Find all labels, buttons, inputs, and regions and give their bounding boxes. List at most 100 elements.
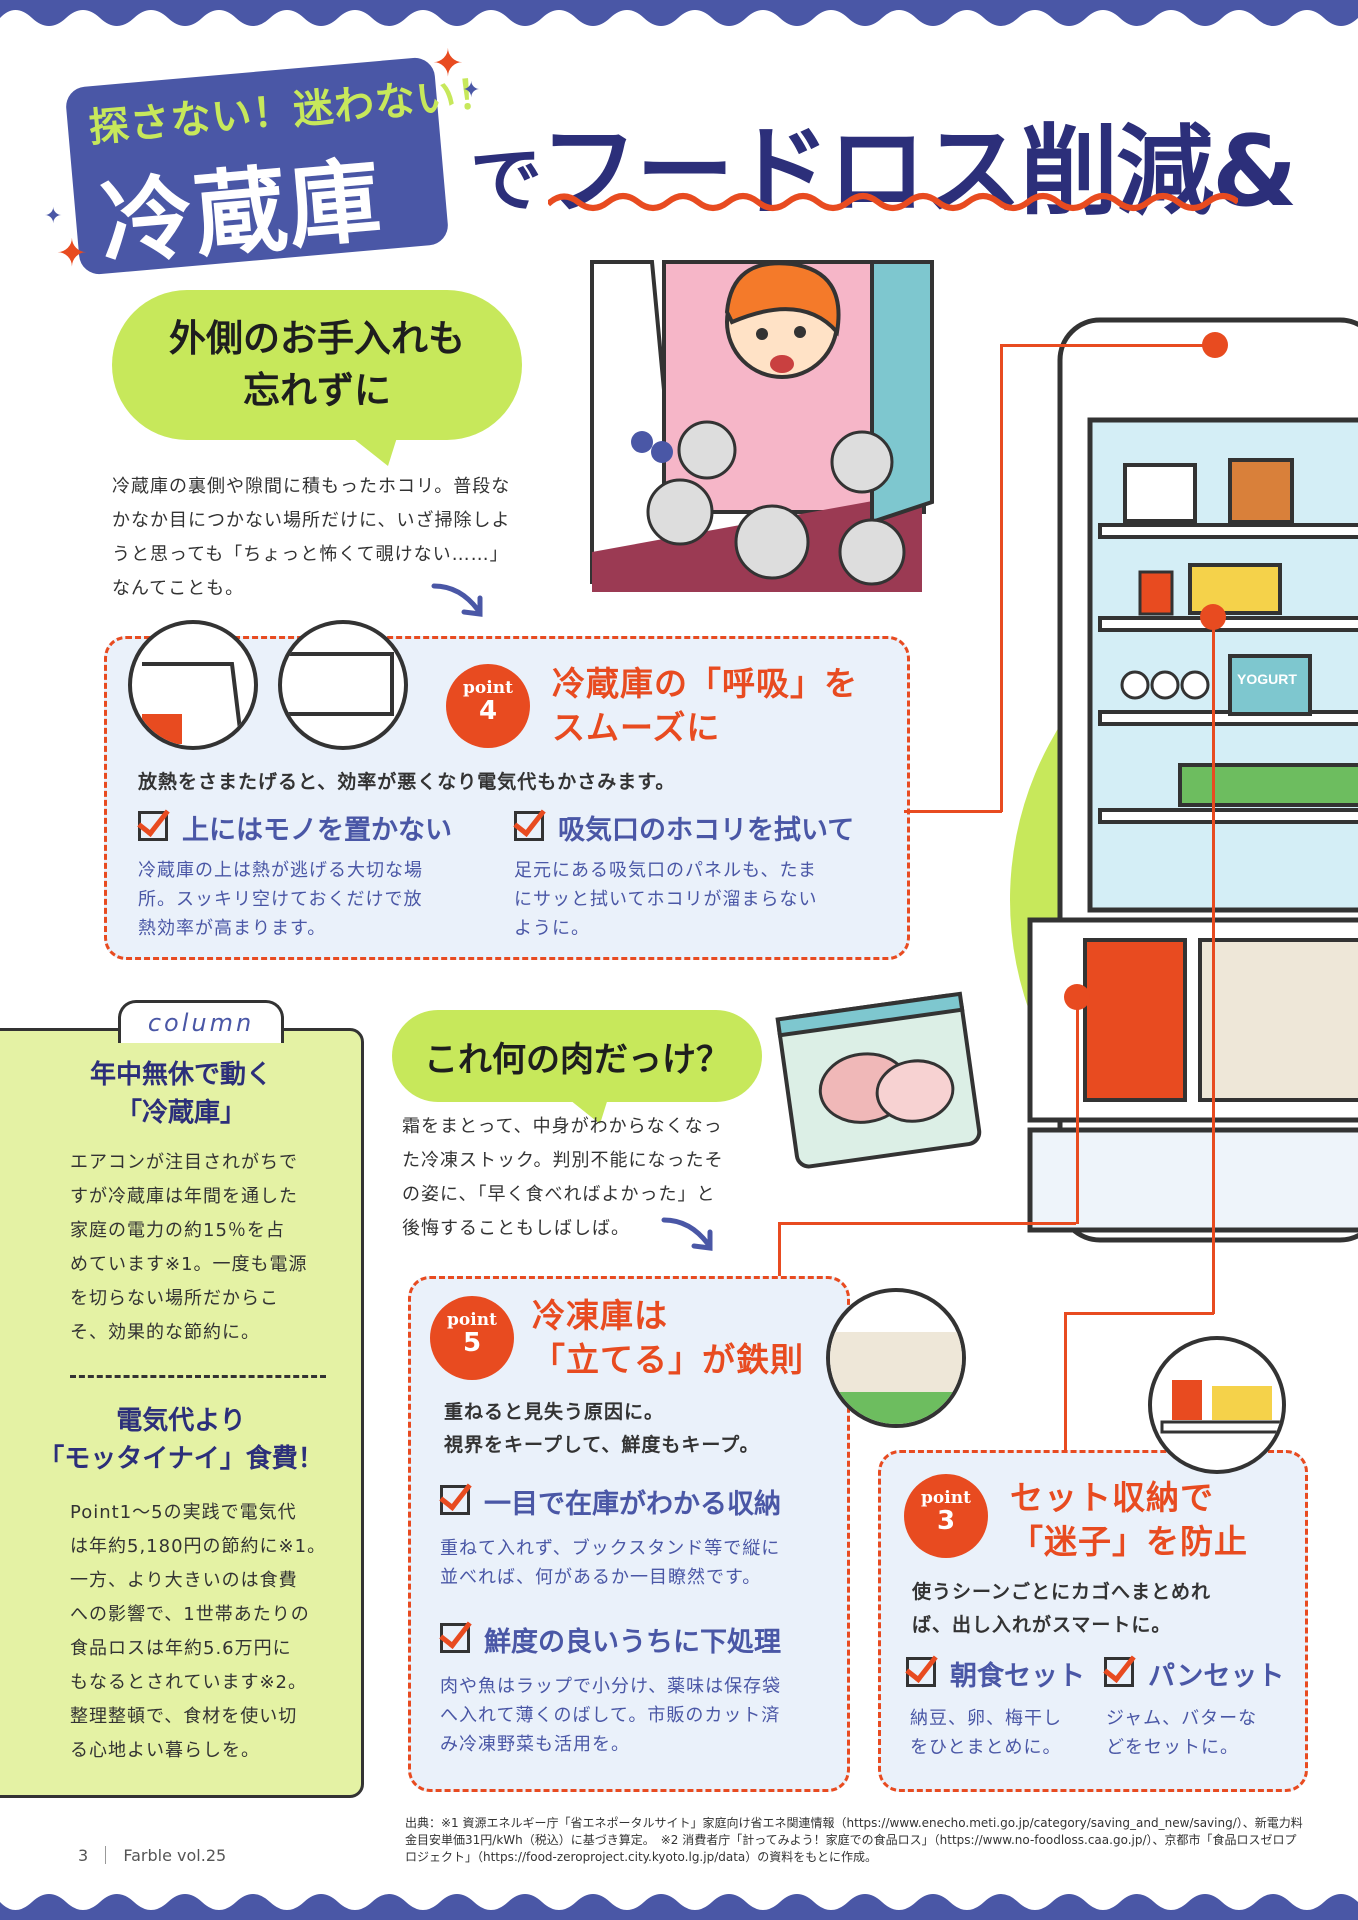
headline-text: フードロス削減& (540, 115, 1297, 229)
sparkle-icon: ✦ (44, 204, 63, 229)
title-line: 「迷子」を防止 (1010, 1522, 1248, 1561)
title-line: 冷凍庫は (532, 1296, 668, 1335)
headline-de: で (470, 138, 542, 222)
desc-line: どをセットに。 (1106, 1737, 1239, 1758)
speech-bubble-outside: 外側のお手入れも 忘れずに (112, 290, 522, 440)
text-line: Point1～5の実践で電気代 (70, 1502, 297, 1523)
connector-dot (1202, 332, 1228, 358)
connector-line (1000, 344, 1214, 347)
bubble-line-1: 外側のお手入れも (169, 317, 465, 360)
page-headline: でフードロス削減& (470, 92, 1297, 234)
title-line: セット収納で (1010, 1478, 1214, 1517)
connector-line (1212, 616, 1215, 1314)
check-title: パンセット (1148, 1661, 1285, 1692)
desc-line: 熱効率が高まります。 (138, 918, 327, 939)
lead-line: 視界をキープして、鮮度もキープ。 (444, 1434, 760, 1456)
checkbox-icon (440, 1485, 470, 1515)
arrow-icon (661, 1217, 713, 1251)
body-line: うと思っても「ちょっと怖くて覗けない……」 (112, 544, 509, 565)
bubble-line-2: 忘れずに (243, 369, 391, 412)
page-number-area: 3 Farble vol.25 (78, 1846, 226, 1865)
point5-title: 冷凍庫は 「立てる」が鉄則 (532, 1294, 804, 1382)
meat-body: 霜をまとって、中身がわからなくなっ た冷凍ストック。判別不能になったそ の姿に、… (402, 1110, 782, 1246)
point3-lead: 使うシーンごとにカゴへまとめれ ば、出し入れがスマートに。 (912, 1576, 1211, 1642)
lead-line: 重ねると見失う原因に。 (444, 1401, 665, 1423)
column-tab: column (118, 1000, 284, 1043)
point3-badge: point 3 (904, 1474, 988, 1558)
text-line: そ、効果的な節約に。 (70, 1322, 260, 1343)
title-main: 冷蔵庫 (96, 146, 387, 279)
point5-lead: 重ねると見失う原因に。 視界をキープして、鮮度もキープ。 (444, 1396, 760, 1462)
body-line: 霜をまとって、中身がわからなくなっ (402, 1116, 723, 1137)
desc-line: 肉や魚はラップで小分け、薬味は保存袋 (440, 1676, 782, 1697)
fridge-illustration: YOGURT (1010, 317, 1358, 1243)
yogurt-label: YOGURT (1237, 671, 1297, 687)
point5-badge: point 5 (430, 1296, 514, 1380)
text-line: を切らない場所だからこ (70, 1288, 279, 1309)
desc-line: へ入れて薄くのばして。市販のカット済 (440, 1705, 781, 1726)
column-heading-1: 年中無休で動く 「冷蔵庫」 (0, 1056, 362, 1132)
arrow-icon (431, 583, 483, 617)
title-line: 「立てる」が鉄則 (532, 1340, 804, 1379)
title-line: スムーズに (552, 708, 721, 747)
desc-line: 並べれば、何があるか一目瞭然です。 (440, 1567, 762, 1588)
point5-desc-2: 肉や魚はラップで小分け、薬味は保存袋 へ入れて薄くのばして。市販のカット済 み冷… (440, 1672, 781, 1759)
check-title: 鮮度の良いうちに下処理 (484, 1627, 781, 1658)
detail-circle (1148, 1336, 1286, 1474)
text-line: めています※1。一度も電源 (70, 1254, 308, 1275)
desc-line: ジャム、バターな (1106, 1708, 1258, 1729)
desc-line: ように。 (514, 918, 590, 939)
body-line: 後悔することもしばしば。 (402, 1218, 630, 1239)
connector-line (1064, 1312, 1067, 1454)
point4-check-1: 上にはモノを置かない (138, 808, 452, 847)
point4-badge: point 4 (446, 664, 530, 748)
text-line: への影響で、1世帯あたりの (70, 1604, 310, 1625)
connector-line (778, 1222, 1076, 1225)
point4-desc-2: 足元にある吸気口のパネルも、たま にサッと拭いてホコリが溜まらない ように。 (514, 856, 884, 943)
detail-circle (128, 620, 258, 750)
magazine-name: Farble vol.25 (123, 1846, 227, 1865)
desc-line: 足元にある吸気口のパネルも、たま (514, 860, 817, 881)
check-title: 吸気口のホコリを拭いて (558, 815, 855, 846)
connector-dot (1200, 604, 1226, 630)
dust-illustration (572, 252, 944, 608)
text-line: 食品ロスは年約5.6万円に (70, 1638, 292, 1659)
column-heading-2: 電気代より 「モッタイナイ」食費！ (0, 1402, 362, 1478)
checkbox-icon (906, 1657, 936, 1687)
page-number: 3 (78, 1846, 89, 1865)
bubble-tail (560, 1092, 610, 1124)
body-line: 冷蔵庫の裏側や隙間に積もったホコリ。普段な (112, 476, 511, 497)
point4-title: 冷蔵庫の「呼吸」を スムーズに (552, 662, 858, 750)
desc-line: 納豆、卵、梅干し (910, 1708, 1062, 1729)
text-line: る心地よい暮らしを。 (70, 1740, 260, 1761)
badge-word: point (447, 1310, 497, 1330)
checkbox-icon (138, 811, 168, 841)
text-line: 整理整頓で、食材を使い切 (70, 1706, 298, 1727)
column-divider (70, 1375, 326, 1378)
lead-line: ば、出し入れがスマートに。 (912, 1614, 1172, 1636)
text-line: 家庭の電力の約15％を占 (70, 1220, 285, 1241)
desc-line: 所。スッキリ空けておくだけで放 (138, 889, 423, 910)
badge-number: 3 (936, 1506, 956, 1536)
connector-dot (1064, 984, 1090, 1010)
checkbox-icon (440, 1623, 470, 1653)
sparkle-icon: ✦ (432, 41, 464, 85)
point4-lead: 放熱をさまたげると、効率が悪くなり電気代もかさみます。 (138, 771, 676, 793)
detail-circle (826, 1288, 966, 1428)
text-line: エアコンが注目されがちで (70, 1152, 298, 1173)
bubble-tail (340, 428, 400, 466)
checkbox-icon (514, 811, 544, 841)
outside-body: 冷蔵庫の裏側や隙間に積もったホコリ。普段な かなか目につかない場所だけに、いざ掃… (112, 470, 562, 606)
badge-word: point (463, 678, 513, 698)
point3-check-2: パンセット (1104, 1654, 1284, 1693)
body-line: なんてことも。 (112, 578, 245, 599)
sparkle-icon: ✦ (56, 231, 88, 275)
check-title: 朝食セット (950, 1661, 1085, 1692)
check-title: 上にはモノを置かない (182, 815, 452, 846)
body-line: かなか目につかない場所だけに、いざ掃除しよ (112, 510, 511, 531)
point3-title: セット収納で 「迷子」を防止 (1010, 1476, 1248, 1564)
point5-check-1: 一目で在庫がわかる収納 (440, 1482, 781, 1521)
point3-desc-1: 納豆、卵、梅干し をひとまとめに。 (910, 1704, 1062, 1762)
desc-line: をひとまとめに。 (910, 1737, 1062, 1758)
badge-number: 5 (462, 1328, 482, 1358)
